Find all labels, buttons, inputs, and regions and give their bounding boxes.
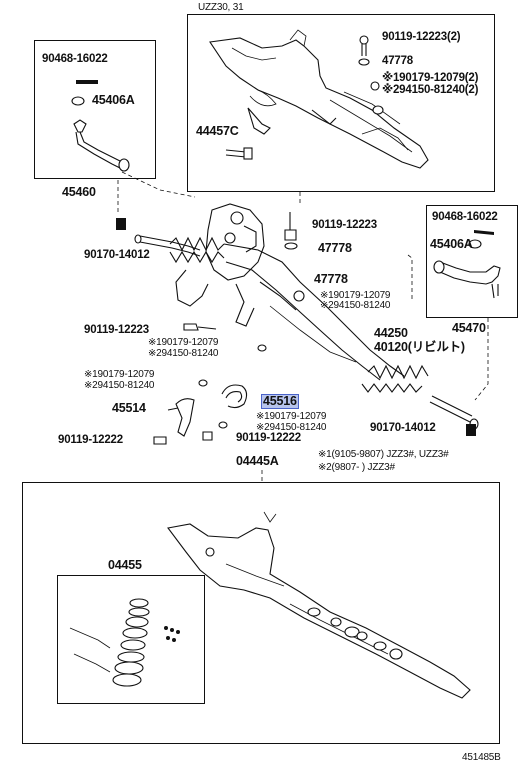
part-number-label[interactable]: 90119-12223 — [84, 324, 149, 336]
part-number-label[interactable]: 45514 — [112, 401, 146, 415]
right-tie-rod-end-artwork — [433, 230, 501, 299]
applicability-note: ※2(9807- ) JZZ3# — [318, 462, 395, 473]
part-number-label[interactable]: 04455 — [108, 558, 142, 572]
part-number-label[interactable]: 45470 — [452, 321, 486, 335]
part-number-label[interactable]: ※190179-12079 — [84, 369, 155, 380]
part-number-label[interactable]: ※190179-12079 — [320, 290, 391, 301]
top-box-rack-artwork — [209, 29, 429, 169]
part-number-label[interactable]: 90119-12222 — [236, 432, 301, 444]
part-number-label[interactable]: 45460 — [62, 185, 96, 199]
part-number-label[interactable]: 44457C — [196, 124, 239, 138]
part-number-label[interactable]: 90170-14012 — [84, 249, 150, 261]
part-number-label[interactable]: 90468-16022 — [432, 211, 498, 223]
model-caption: UZZ30, 31 — [198, 2, 244, 13]
main-rack-artwork — [116, 203, 479, 445]
left-box — [34, 40, 156, 179]
part-number-label[interactable]: 90119-12223 — [312, 219, 377, 231]
bottom-box — [22, 482, 500, 744]
inset-box — [57, 575, 205, 704]
part-number-label[interactable]: 90468-16022 — [42, 53, 108, 65]
diagram-code: 451485B — [462, 752, 501, 763]
part-number-label[interactable]: 47778 — [318, 241, 352, 255]
part-number-label[interactable]: 90119-12222 — [58, 434, 123, 446]
part-number-label[interactable]: 47778 — [382, 55, 413, 67]
part-number-label[interactable]: 40120(リビルト) — [374, 340, 465, 354]
part-number-label[interactable]: ※190179-12079 — [148, 337, 219, 348]
part-number-label[interactable]: ※294150-81240 — [320, 300, 391, 311]
part-number-label[interactable]: 45406A — [92, 93, 135, 107]
top-box — [187, 14, 495, 192]
part-number-label-highlighted[interactable]: 45516 — [261, 394, 299, 409]
part-number-label[interactable]: ※190179-12079 — [256, 411, 327, 422]
part-number-label[interactable]: 04445A — [236, 454, 279, 468]
bottom-rack-artwork — [167, 511, 471, 699]
part-number-label[interactable]: ※294150-81240 — [256, 422, 327, 433]
right-box — [426, 205, 518, 318]
applicability-note: ※1(9105-9807) JZZ3#, UZZ3# — [318, 449, 449, 460]
inset-seal-kit-artwork — [69, 598, 180, 687]
part-number-label[interactable]: 44250 — [374, 326, 408, 340]
part-number-label[interactable]: 45406A — [430, 237, 473, 251]
part-number-label[interactable]: ※294150-81240 — [148, 348, 219, 359]
part-number-label[interactable]: 47778 — [314, 272, 348, 286]
part-number-label[interactable]: ※190179-12079(2) — [382, 72, 479, 84]
part-number-label[interactable]: ※294150-81240 — [84, 380, 155, 391]
part-number-label[interactable]: ※294150-81240(2) — [382, 84, 479, 96]
left-tie-rod-end-artwork — [71, 80, 130, 172]
part-number-label[interactable]: 90119-12223(2) — [382, 31, 461, 43]
part-number-label[interactable]: 90170-14012 — [370, 422, 436, 434]
